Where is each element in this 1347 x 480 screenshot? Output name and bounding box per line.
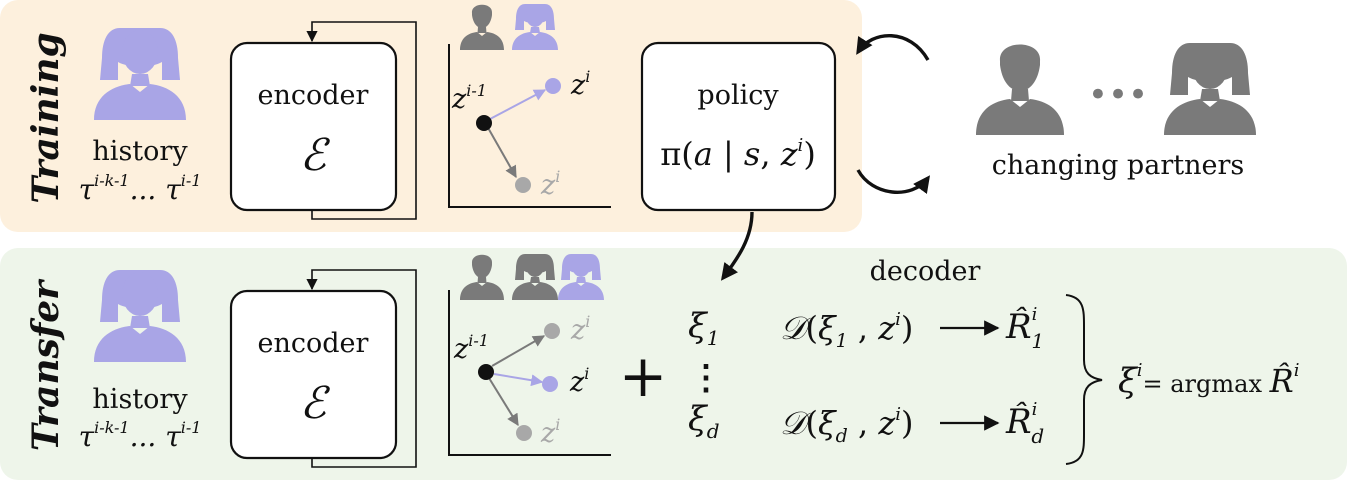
transfer-encoder-loop-arrow xyxy=(306,269,417,468)
transfer-latent-point-top xyxy=(544,323,560,339)
transfer-latent-point-middle xyxy=(542,376,558,392)
reward-brace xyxy=(1065,294,1103,465)
partner-woman-icon xyxy=(1164,43,1256,135)
training-latent-prev-point xyxy=(476,115,492,131)
policy-formula: π(a | s, zi) xyxy=(660,135,816,173)
partner-man-icon xyxy=(976,44,1064,135)
transfer-panel xyxy=(0,248,1347,480)
training-plot-woman-icon xyxy=(512,4,558,50)
training-encoder-box xyxy=(229,41,398,212)
training-latent-point-gray xyxy=(515,177,531,193)
policy-box xyxy=(640,41,837,212)
training-history-person-icon xyxy=(94,28,186,120)
decoder-formula-d: 𝒟(ξd , zi) xyxy=(780,404,913,447)
transfer-latent-prev-point xyxy=(478,364,494,380)
partner-to-policy-arrow xyxy=(856,34,930,61)
argmax-result: ξi= argmax R̂i xyxy=(1118,360,1299,401)
training-encoder-symbol: ℰ xyxy=(300,130,331,181)
transfer-plot-axes xyxy=(448,290,611,456)
transfer-plot-woman-icon-2 xyxy=(558,254,604,300)
decoder-formula-1: 𝒟(ξ1 , zi) xyxy=(780,309,913,352)
partners-label: changing partners xyxy=(992,150,1244,181)
transfer-history-person-icon xyxy=(94,270,186,362)
policy-to-partner-arrow xyxy=(856,169,931,194)
plus-sign: + xyxy=(619,342,668,410)
training-encoder-loop-arrow xyxy=(306,21,417,220)
transfer-plot-woman-icon-1 xyxy=(512,254,558,300)
training-plot-axes xyxy=(448,44,611,208)
partners-ellipsis: ••• xyxy=(1088,75,1148,115)
policy-label: policy xyxy=(697,80,779,111)
training-encoder-label: encoder xyxy=(258,80,369,111)
training-section-label: Training xyxy=(25,32,67,203)
transfer-encoder-label: encoder xyxy=(258,328,369,359)
training-latent-point-purple xyxy=(545,78,561,94)
transfer-latent-point-bottom xyxy=(516,425,532,441)
training-history-label: history xyxy=(92,136,188,167)
decoder-label: decoder xyxy=(870,256,981,287)
transfer-history-label: history xyxy=(92,384,188,415)
transfer-encoder-symbol: ℰ xyxy=(300,378,331,429)
policy-to-transfer-arrow xyxy=(720,211,754,281)
transfer-encoder-box xyxy=(229,289,398,460)
xi-vertical-dots: ⋮ xyxy=(689,358,723,398)
transfer-section-label: Transfer xyxy=(25,278,67,451)
transfer-latent-plot: zi-1 zi zi zi xyxy=(448,254,611,456)
